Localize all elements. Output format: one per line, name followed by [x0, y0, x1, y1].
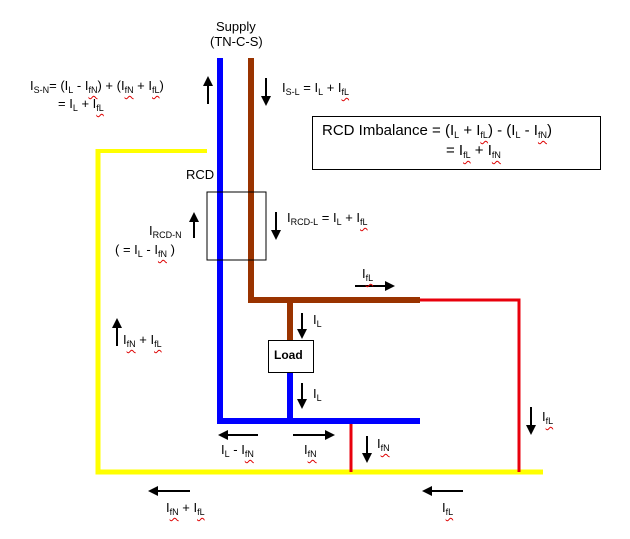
neutral-conductor [217, 58, 420, 424]
rcd-box [206, 191, 267, 261]
ircdn-equation: ( = IL - IfN ) [115, 242, 175, 259]
load-box [268, 340, 314, 373]
bottom-left-label: IfN + IfL [166, 500, 205, 517]
neutral-right-label: IfN [304, 442, 317, 459]
earth-conductor-left [95, 149, 543, 475]
load-label: Load [274, 348, 303, 362]
load-il-upper-label: IL [313, 312, 322, 329]
supply-system: (TN-C-S) [210, 34, 263, 49]
supply-title: Supply [216, 19, 256, 34]
isn-equation-line2: = IL + IfL [58, 96, 104, 113]
imbalance-box [312, 116, 601, 170]
top-fl-label: IfL [362, 266, 374, 283]
fault-path-line [420, 298, 521, 472]
load-il-lower-label: IL [313, 386, 322, 403]
rcd-label: RCD [186, 167, 215, 182]
red-fn-label: IfN [377, 436, 390, 453]
imbalance-line2: = IfL + IfN [446, 142, 501, 160]
earth-up-label: IfN + IfL [123, 332, 162, 349]
imbalance-line1: RCD Imbalance = (IL + IfL) - (IL - IfN) [322, 122, 552, 140]
ircdn-label: IRCD-N [149, 223, 182, 240]
right-red-fl-label: IfL [542, 409, 554, 426]
line-conductor [248, 58, 420, 303]
neutral-left-label: IL - IfN [221, 442, 254, 459]
ircdl-equation: IRCD-L = IL + IfL [287, 210, 368, 227]
isn-equation-line1: IS-N= (IL - IfN) + (IfN + IfL) [30, 78, 164, 95]
bottom-right-label: IfL [442, 500, 454, 517]
isl-equation: IS-L = IL + IfL [282, 80, 350, 97]
